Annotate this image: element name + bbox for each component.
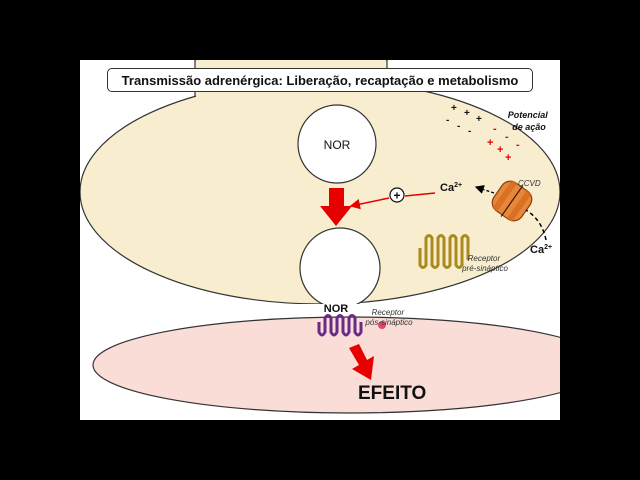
action-potential-label: Potencial de ação [508,110,551,132]
plus-circle-sign: + [393,189,400,203]
charge-inside-3: - [468,126,471,137]
charge-inside-4: + [487,137,493,149]
calcium-outside-label: Ca2+ [530,244,552,256]
nor-vesicle: NOR [297,104,377,184]
calcium-inside-label: Ca2+ [440,182,462,194]
charge-outside-3: + [476,114,482,125]
charge-inside-2: - [457,121,460,132]
postsynaptic-receptor-label: Receptor pós-sináptico [364,308,413,327]
charge-outside-5: - [505,131,509,143]
presynaptic-terminal [80,60,560,334]
calcium-to-plus-arrow [404,192,436,197]
calcium-entry-path [525,209,547,241]
slide: NOR + Ca2+ CCVD Ca2+ + + + - [80,60,560,420]
charge-outside-4: - [493,123,497,135]
charge-outside-1: + [451,103,457,114]
charge-inside-5: + [497,144,503,156]
ccvd-channel [491,180,533,222]
postsynaptic-receptor [317,314,386,337]
membrane-charges: + + + - - - - - - + + + [446,103,520,164]
charge-inside-6: + [505,152,511,164]
presynaptic-receptor-label: Receptor pré-sináptico [461,254,508,273]
ccvd-label: CCVD [518,179,541,188]
vesicle-label: NOR [324,138,351,152]
synapse-diagram: NOR + Ca2+ CCVD Ca2+ + + + - [80,60,560,414]
cleft-nor-label: NOR [324,303,349,315]
plus-to-vesicle-arrow [349,197,390,210]
effect-arrow [349,344,374,380]
charge-outside-2: + [464,108,470,119]
exocytosis-arrow [320,188,352,226]
charge-outside-6: - [516,139,520,151]
charge-inside-1: - [446,115,449,126]
plus-circle: + [389,187,405,203]
effect-label: EFEITO [358,383,426,404]
presynaptic-receptor [418,234,470,269]
channel-to-calcium-arrow [474,185,495,194]
diagram-title: Transmissão adrenérgica: Liberação, reca… [107,68,533,92]
